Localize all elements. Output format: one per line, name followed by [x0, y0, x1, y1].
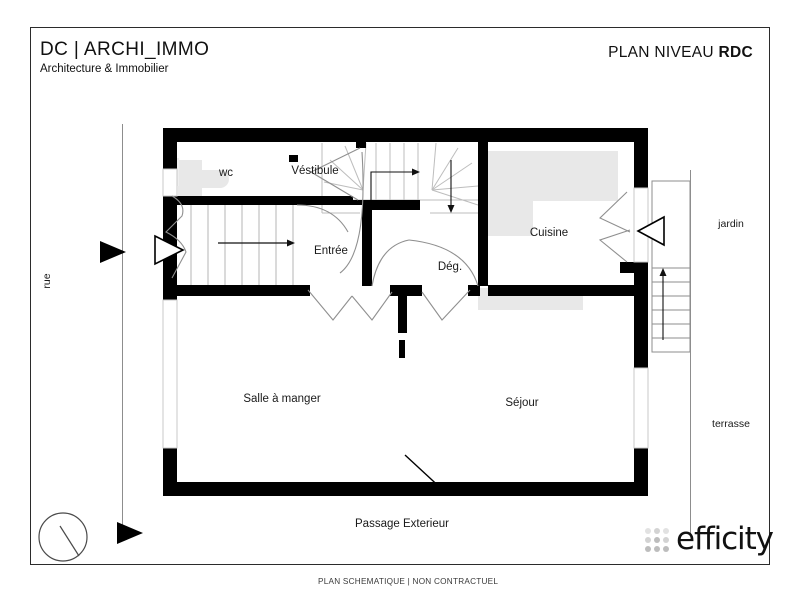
disclaimer-text: PLAN SCHEMATIQUE | NON CONTRACTUEL — [318, 577, 499, 586]
exterior-label-jardin: jardin — [718, 218, 744, 230]
room-label-deg: Dég. — [437, 261, 463, 273]
exterior-label-rue: rue — [41, 273, 53, 289]
separator-left — [122, 124, 123, 536]
brand-tagline: Architecture & Immobilier — [40, 62, 169, 75]
efficity-logo: efficity — [645, 521, 774, 557]
brand-block: DC | ARCHI_IMMO Architecture & Immobilie… — [40, 40, 209, 75]
room-label-wc: wc — [218, 167, 234, 179]
plan-title-prefix: PLAN NIVEAU — [608, 44, 719, 61]
room-label-sejour: Séjour — [505, 397, 539, 409]
exterior-label-terrasse: terrasse — [712, 418, 750, 430]
separator-right — [690, 170, 691, 536]
plan-title-level: RDC — [718, 44, 753, 61]
efficity-wordmark: efficity — [676, 521, 774, 557]
page-title: PLAN NIVEAU RDC — [40, 44, 800, 62]
room-label-salle-a-manger: Salle à manger — [243, 393, 321, 405]
efficity-dots-icon — [645, 527, 669, 552]
room-label-entree: Entrée — [314, 245, 348, 257]
document-frame — [30, 27, 770, 565]
room-label-cuisine: Cuisine — [529, 227, 569, 239]
exterior-label-passage-exterieur: Passage Exterieur — [355, 518, 449, 530]
brand-name: DC | ARCHI_IMMO — [40, 39, 210, 60]
room-label-vestibule: Véstibule — [291, 165, 339, 177]
